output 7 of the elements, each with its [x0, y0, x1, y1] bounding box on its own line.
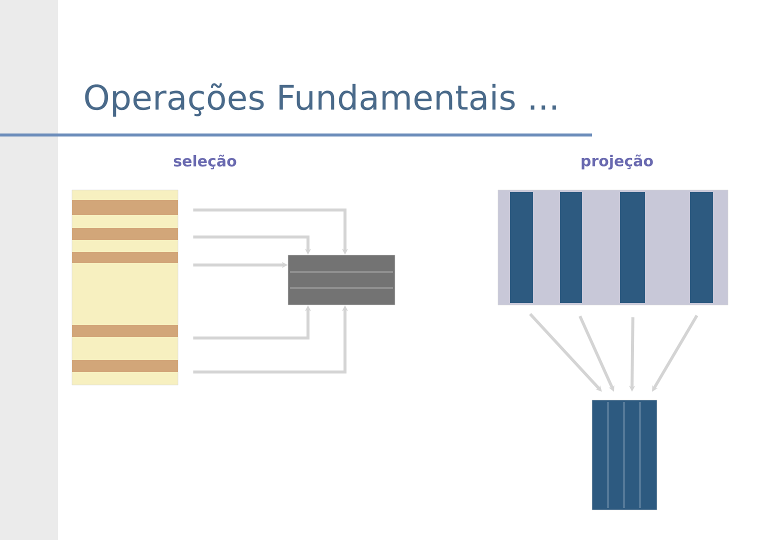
table-drawing: [72, 190, 178, 386]
heading-label: projeção: [582, 154, 653, 170]
title: Operações Fundamentais ...: [85, 83, 556, 117]
table-drawing: [498, 190, 728, 306]
result-table-drawing: [592, 400, 658, 510]
heading-label: seleção: [174, 154, 236, 170]
result-table-drawing: [288, 254, 396, 306]
